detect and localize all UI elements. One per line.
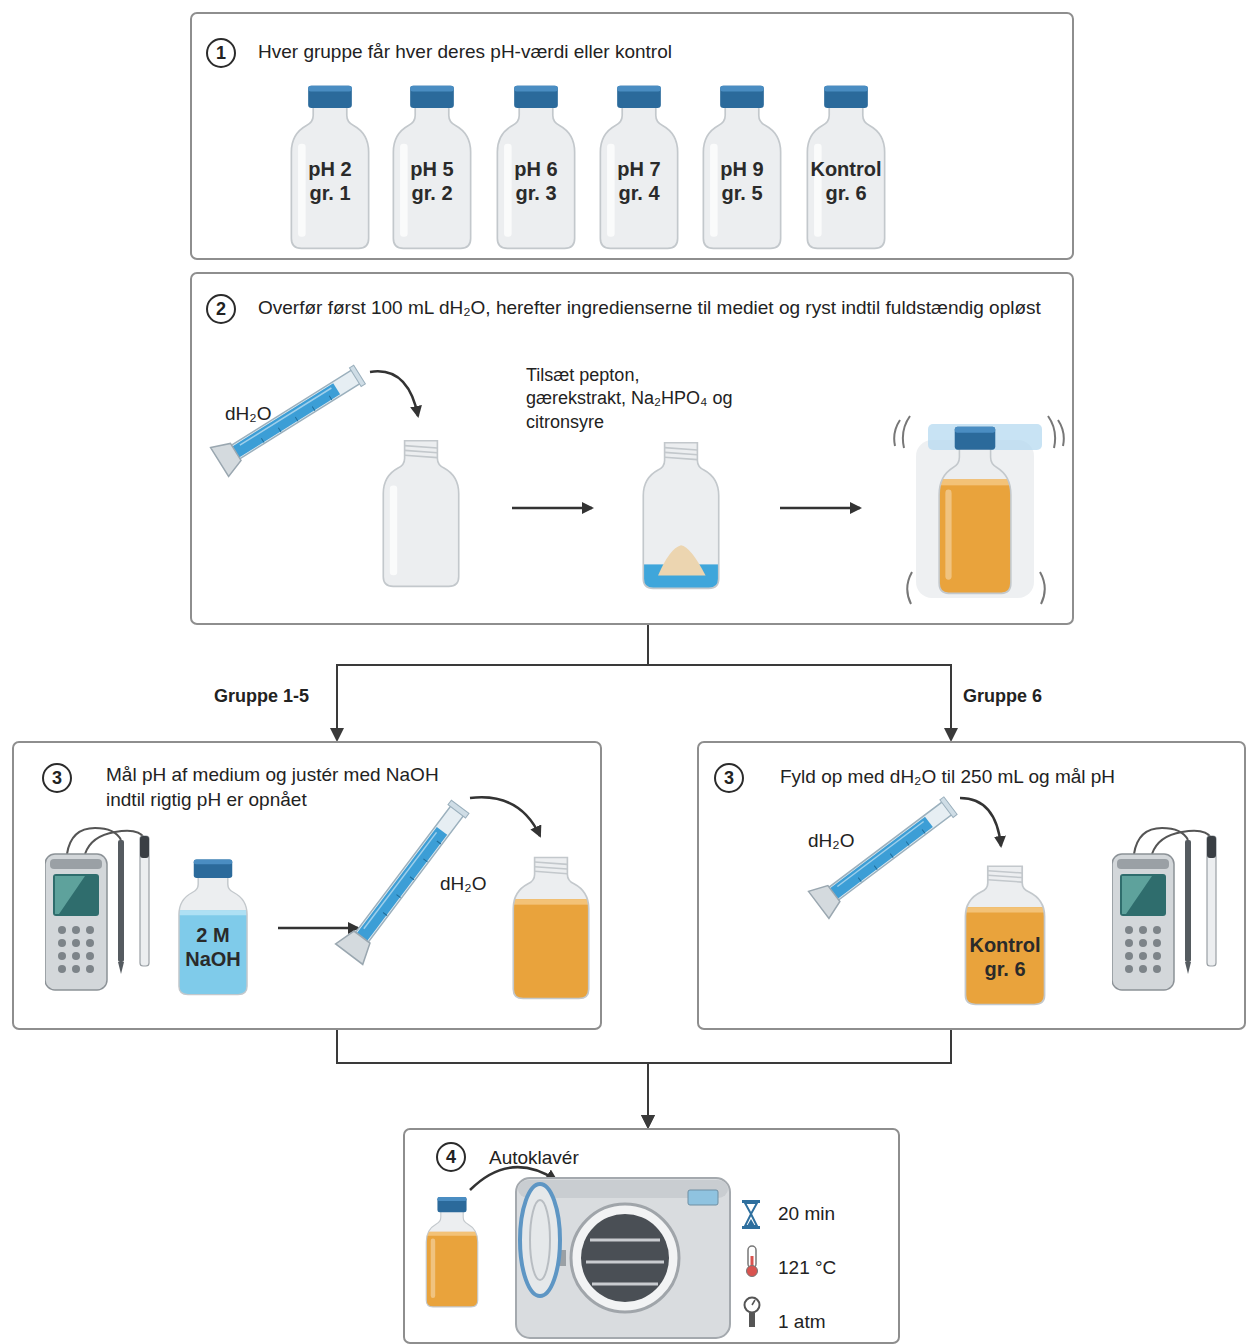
liquid-label: dH₂O: [440, 872, 486, 897]
step-panel: Mål pH af medium og justér med NaOH indt…: [12, 741, 602, 1030]
step-panel: Fyld op med dH₂O til 250 mL og mål pH 3Ko…: [697, 741, 1246, 1030]
curved-arrow: [370, 371, 418, 416]
bottle-label: Kontrol gr. 6: [965, 934, 1045, 981]
thermometer-icon: [747, 1246, 758, 1277]
autoclave: [571, 1204, 679, 1312]
step-arrow: [512, 507, 592, 510]
ingredient-note: Tilsæt pepton, gærekstrakt, Na₂HPO₄ og c…: [526, 364, 736, 434]
pressure-gauge-icon: [752, 1300, 755, 1305]
bottle-outline: [497, 86, 574, 249]
shaking-bottle: [894, 416, 1064, 604]
step-text: Overfør først 100 mL dH₂O, herefter ingr…: [258, 296, 1066, 321]
liquid-label: dH₂O: [808, 829, 854, 854]
autoclave: [530, 1200, 550, 1280]
autoclave: [520, 1184, 560, 1296]
callout-number: 2: [216, 300, 226, 318]
bottle-label: Kontrol gr. 6: [804, 158, 888, 205]
step-panel: Overfør først 100 mL dH₂O, herefter ingr…: [190, 272, 1074, 625]
bottle: pH 2 gr. 1: [288, 84, 372, 250]
bottle-outline: [291, 86, 368, 249]
bottle: pH 5 gr. 2: [390, 84, 474, 250]
hourglass-icon: [742, 1200, 760, 1229]
pouring-cylinder: [808, 792, 960, 918]
pouring-cylinder: [211, 360, 369, 476]
flow-connector: [648, 625, 951, 740]
bottle-label: pH 6 gr. 3: [507, 158, 565, 205]
ph-meter: [1112, 828, 1216, 990]
setting-value: 121 °C: [778, 1256, 836, 1281]
step-number: 3: [42, 763, 72, 793]
step-arrow: [780, 507, 860, 510]
thermometer-icon: [747, 1266, 758, 1277]
medium-bottle: [510, 857, 592, 1003]
empty-bottle: [383, 441, 458, 587]
bottle-label: pH 7 gr. 4: [610, 158, 668, 205]
branch-label: Gruppe 6: [961, 686, 1044, 707]
pressure-gauge-icon: [749, 1313, 755, 1327]
pouring-cylinder: [211, 360, 369, 476]
flow-connector: [648, 1030, 951, 1127]
pouring-cylinder: [808, 792, 960, 918]
step-number: 4: [436, 1142, 466, 1172]
step-number: 3: [714, 763, 744, 793]
bottle-label: pH 9 gr. 5: [713, 158, 771, 205]
curved-arrow: [960, 798, 1001, 846]
step-text: Hver gruppe får hver deres pH-værdi elle…: [258, 40, 1048, 65]
bottle-outline: [393, 86, 470, 249]
bottle-label: pH 2 gr. 1: [301, 158, 359, 205]
bottle-outline: [962, 866, 1048, 1006]
step-arrow: [278, 927, 358, 930]
bottle-outline: [176, 859, 250, 996]
step-text: Autoklavér: [489, 1146, 789, 1171]
callout-number: 4: [446, 1148, 456, 1166]
callout-number: 1: [216, 44, 226, 62]
bottle-outline: [600, 86, 677, 249]
bottle: pH 9 gr. 5: [700, 84, 784, 250]
autoclave: [586, 1240, 664, 1284]
bottle-outline: [962, 854, 1048, 1006]
hourglass-icon: [747, 1219, 755, 1226]
step-number: 1: [206, 38, 236, 68]
bottle: Kontrol gr. 6: [804, 84, 888, 250]
step-text: Fyld op med dH₂O til 250 mL og mål pH: [780, 765, 1235, 790]
bottle-label: 2 M NaOH: [182, 924, 244, 971]
bottle-label: pH 5 gr. 2: [403, 158, 461, 205]
setting-value: 1 atm: [778, 1310, 826, 1335]
callout-number: 3: [52, 769, 62, 787]
shaking-bottle: [894, 416, 1064, 604]
pressure-gauge-icon: [745, 1298, 760, 1313]
thermometer-icon: [748, 1246, 756, 1268]
ph-meter: [45, 828, 149, 990]
bottle: pH 6 gr. 3: [494, 84, 578, 250]
step-panel: Hver gruppe får hver deres pH-værdi elle…: [190, 12, 1074, 260]
naoh-bottle: 2 M NaOH: [176, 858, 250, 996]
bottle: pH 7 gr. 4: [597, 84, 681, 250]
callout-number: 3: [724, 769, 734, 787]
autoclave: [581, 1214, 669, 1302]
hourglass-icon: [745, 1203, 757, 1226]
bottle-with-powder: [640, 443, 722, 597]
step-number: 2: [206, 294, 236, 324]
autoclave: [516, 1178, 730, 1338]
step-text: Mål pH af medium og justér med NaOH indt…: [106, 763, 441, 812]
shaking-bottle: [936, 427, 1014, 599]
bottle-outline: [703, 86, 780, 249]
autoclave: [516, 1178, 730, 1338]
liquid-label: dH₂O: [225, 402, 271, 427]
branch-label: Gruppe 1-5: [212, 686, 311, 707]
autoclave: [688, 1190, 718, 1205]
pressure-gauge-icon: [745, 1298, 760, 1328]
control-bottle: Kontrol gr. 6: [962, 854, 1048, 1006]
flow-connector: [337, 1030, 648, 1127]
flow-connector: [337, 625, 648, 740]
setting-value: 20 min: [778, 1202, 835, 1227]
curved-arrow: [470, 797, 540, 836]
medium-bottle: [424, 1197, 480, 1310]
